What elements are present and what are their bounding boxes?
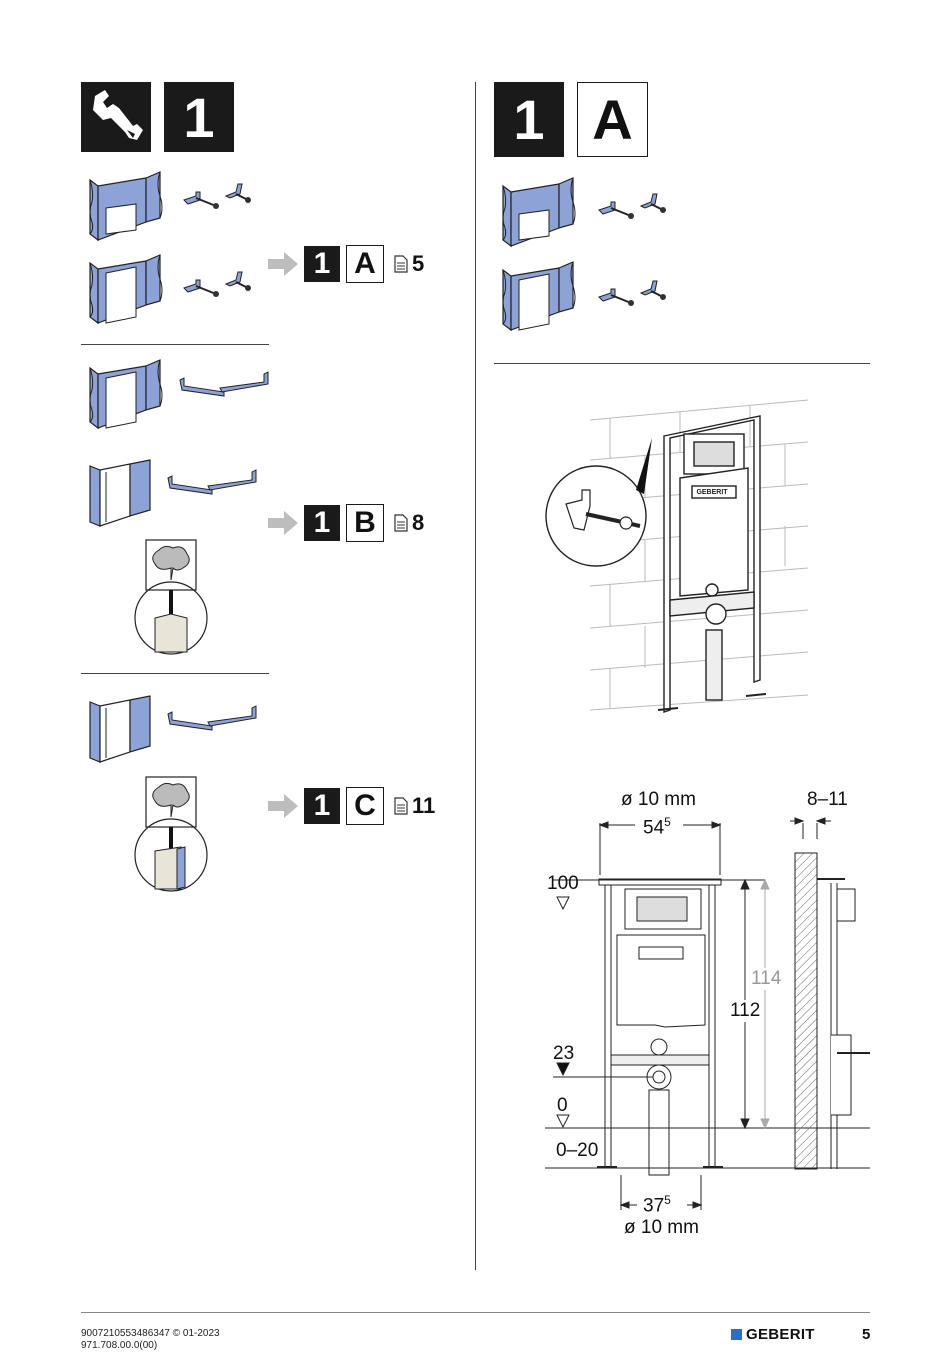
brand-logo: GEBERIT bbox=[731, 1326, 815, 1343]
reference-1b[interactable]: 1 B 8 bbox=[268, 504, 424, 542]
detail-zoom-circle bbox=[545, 438, 652, 567]
wall-solid-panel-figure-1 bbox=[89, 171, 163, 241]
dim-level-0: 0 bbox=[557, 1095, 568, 1116]
tree-wood-icon-1 bbox=[134, 539, 208, 655]
document-icon bbox=[394, 797, 408, 815]
bracket-set-figure-right-1 bbox=[598, 193, 667, 220]
dim-top-width: 545 bbox=[643, 815, 671, 839]
arrow-right-icon bbox=[268, 511, 298, 535]
wrench-tool-box bbox=[81, 82, 151, 152]
reference-1a[interactable]: 1 A 5 bbox=[268, 245, 424, 283]
ref-letter-box: B bbox=[346, 504, 384, 542]
step-letter: A bbox=[592, 88, 633, 151]
installation-frame-illustration: GEBERIT bbox=[545, 399, 809, 713]
step-letter-box-right: A bbox=[577, 82, 648, 157]
dim-top-diameter: ø 10 mm bbox=[621, 789, 696, 810]
ref-step-box: 1 bbox=[304, 788, 340, 824]
rail-set-figure-2 bbox=[167, 469, 257, 495]
section-divider-1 bbox=[81, 344, 269, 345]
page-reference: 5 bbox=[394, 251, 424, 277]
section-divider-right bbox=[494, 363, 870, 364]
step-number: 1 bbox=[513, 88, 545, 151]
arrow-right-icon bbox=[268, 252, 298, 276]
bracket-set-figure-2 bbox=[183, 271, 252, 298]
dim-height-112: 112 bbox=[730, 1000, 761, 1022]
step-number-box-right: 1 bbox=[494, 82, 564, 157]
page-number: 11 bbox=[412, 793, 436, 818]
section-divider-2 bbox=[81, 673, 269, 674]
stud-wall-figure-2 bbox=[89, 695, 151, 763]
page-number: 5 bbox=[412, 251, 425, 276]
brand-name: GEBERIT bbox=[746, 1326, 815, 1343]
rail-set-figure-3 bbox=[167, 705, 257, 731]
ref-step-box: 1 bbox=[304, 246, 340, 282]
dim-height-114: 114 bbox=[751, 968, 782, 990]
doc-code: 9007210553486347 © 01-2023 bbox=[81, 1328, 220, 1339]
rail-set-figure-1 bbox=[179, 371, 269, 397]
bracket-set-figure-1 bbox=[183, 183, 252, 210]
dim-level-23: 23 bbox=[553, 1043, 575, 1064]
wall-panel-figure-3 bbox=[89, 359, 163, 429]
step-number: 1 bbox=[183, 85, 215, 149]
document-icon bbox=[394, 255, 408, 273]
arrow-right-icon bbox=[268, 794, 298, 818]
dim-floor-range: 0–20 bbox=[556, 1140, 599, 1161]
wall-tall-panel-figure-right bbox=[502, 261, 576, 331]
dim-wall-range: 8–11 bbox=[807, 789, 848, 810]
page-number-footer: 5 bbox=[862, 1326, 871, 1343]
reference-1c[interactable]: 1 C 11 bbox=[268, 787, 435, 825]
column-divider bbox=[475, 82, 476, 1270]
ref-letter-box: C bbox=[346, 787, 384, 825]
page-reference: 11 bbox=[394, 793, 435, 819]
doc-number: 971.708.00.0(00) bbox=[81, 1340, 158, 1351]
ref-letter-box: A bbox=[346, 245, 384, 283]
page-number: 8 bbox=[412, 510, 425, 535]
page-reference: 8 bbox=[394, 510, 424, 536]
dim-bottom-width: 375 bbox=[643, 1193, 671, 1217]
document-icon bbox=[394, 514, 408, 532]
dim-bottom-diameter: ø 10 mm bbox=[624, 1217, 699, 1238]
dimension-drawing bbox=[545, 817, 870, 1210]
stud-wall-figure-1 bbox=[89, 459, 151, 527]
wrench-icon bbox=[93, 90, 143, 140]
footer-divider bbox=[81, 1312, 870, 1313]
ref-step-box: 1 bbox=[304, 505, 340, 541]
frame-brand-label: GEBERIT bbox=[696, 489, 728, 496]
wall-solid-panel-figure-right-1 bbox=[502, 177, 576, 247]
tree-wood-icon-2 bbox=[134, 776, 208, 892]
bracket-set-figure-right-2 bbox=[598, 280, 667, 307]
brand-square-icon bbox=[731, 1329, 742, 1340]
dim-level-100: 100 bbox=[547, 873, 579, 894]
wall-tall-panel-figure bbox=[89, 254, 163, 324]
step-number-box: 1 bbox=[164, 82, 234, 152]
